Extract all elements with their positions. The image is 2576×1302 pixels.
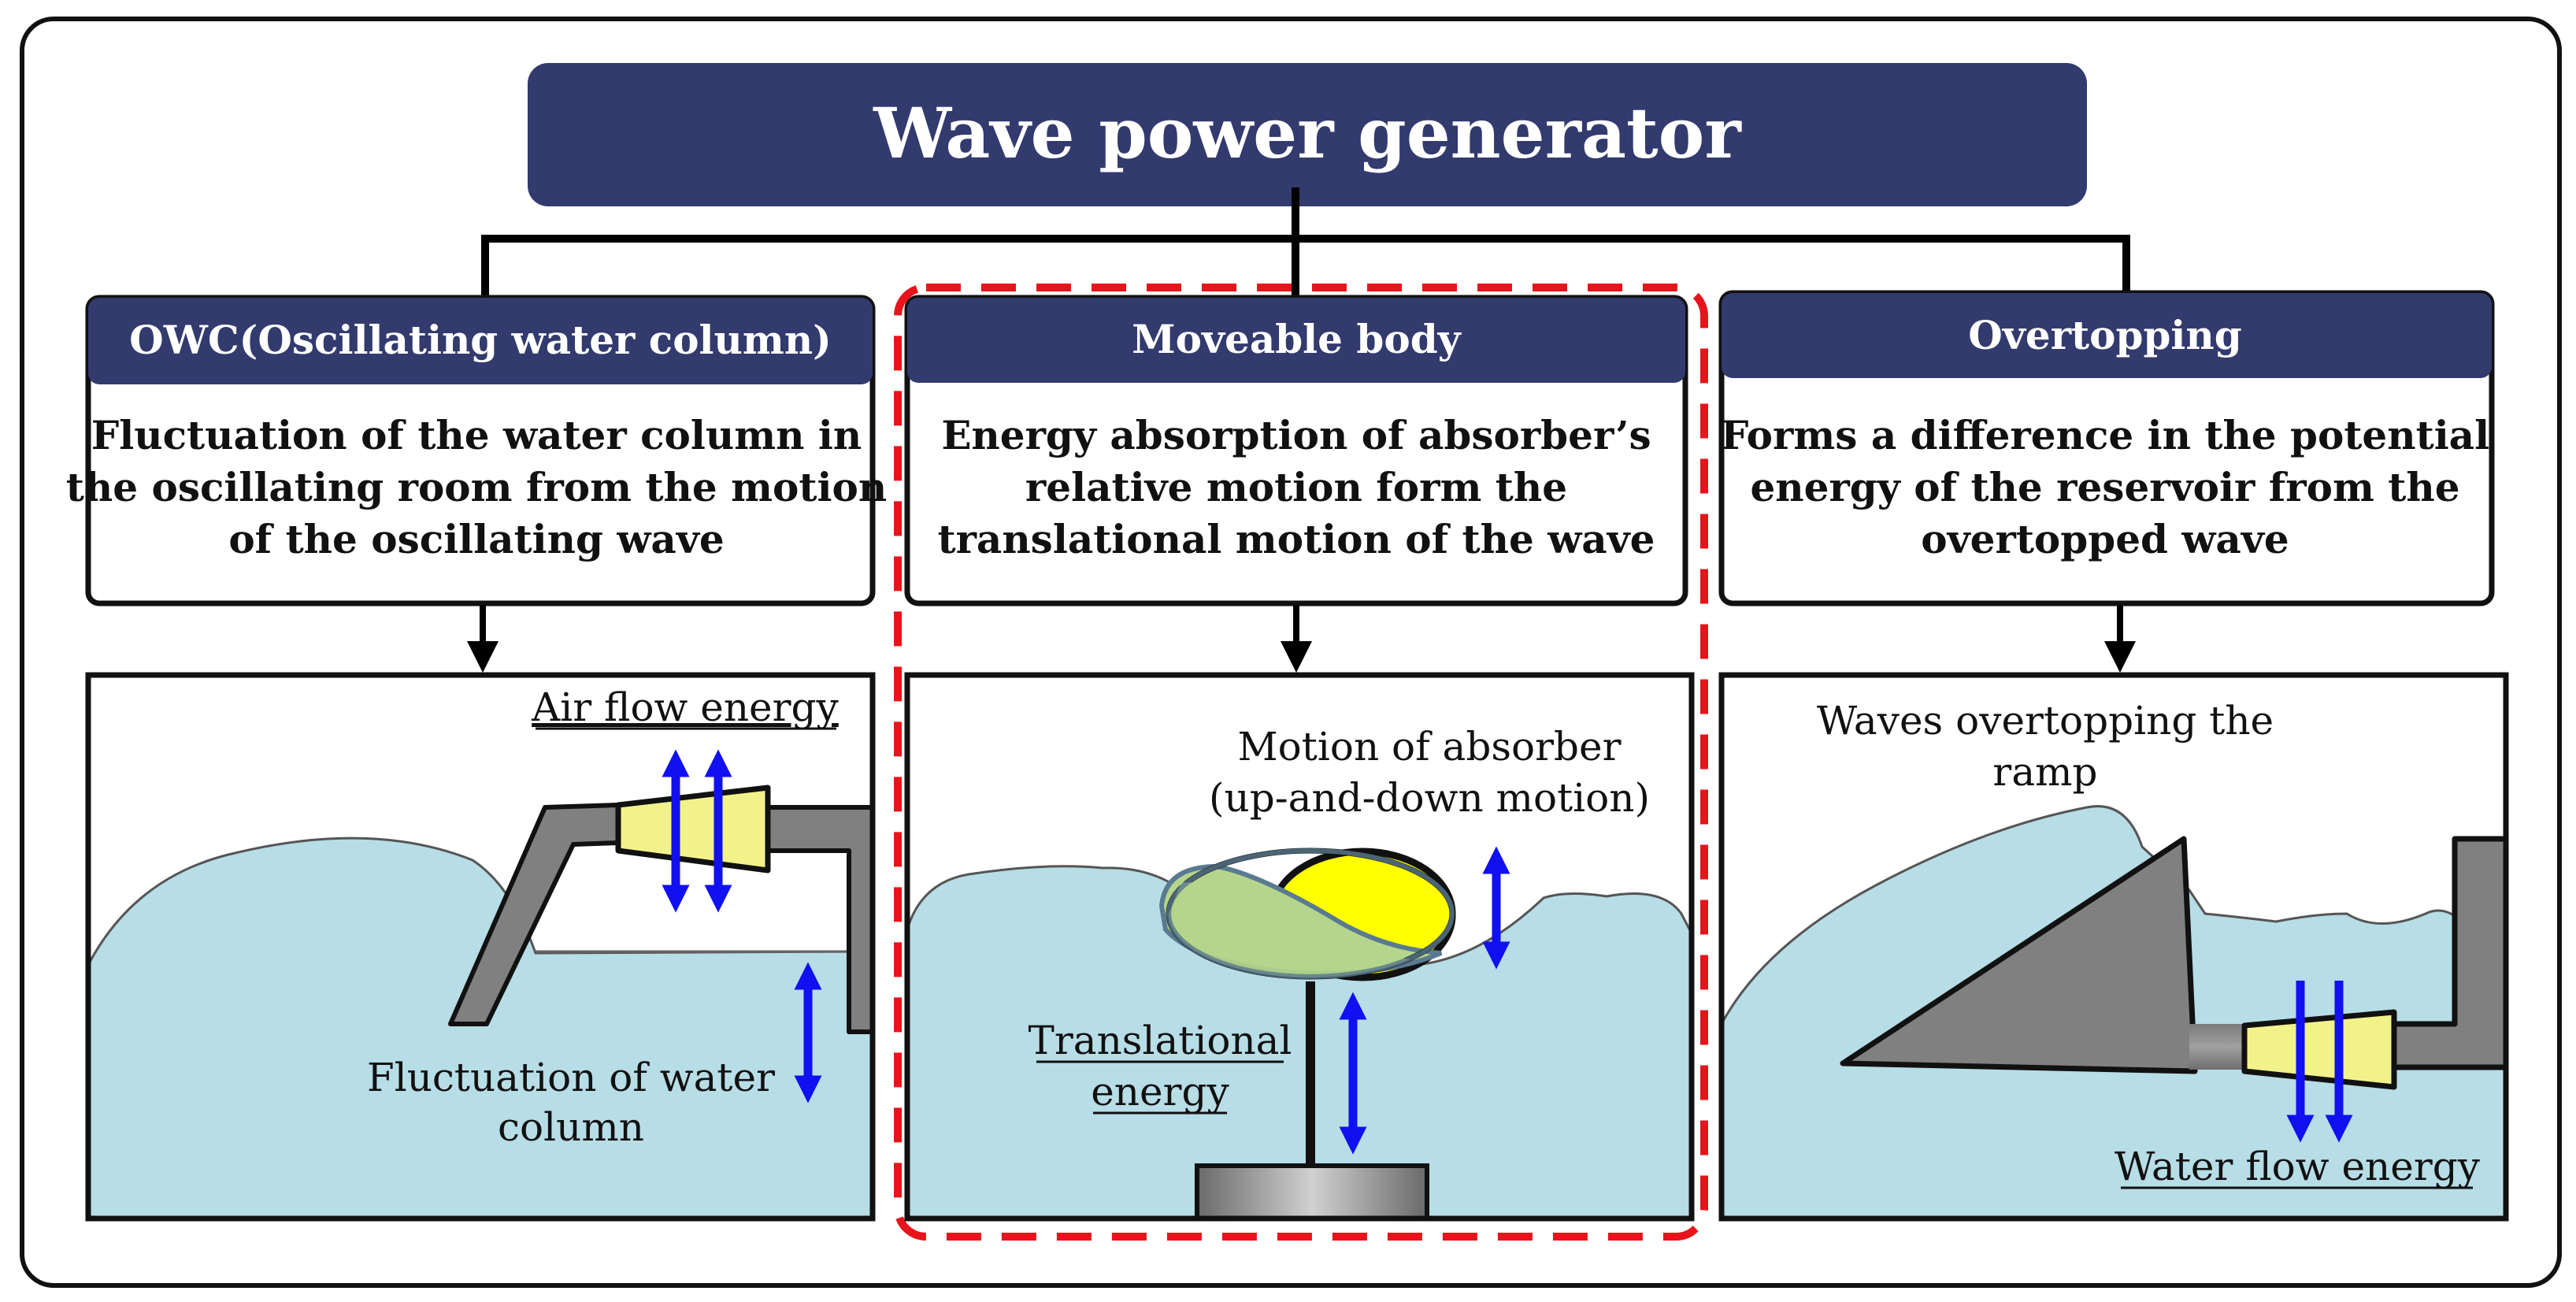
overtopping-description-line-1: Forms a difference in the potential	[1721, 412, 2489, 458]
moveable-energy-label-line-1: Translational	[1029, 1018, 1292, 1063]
moveable-motion-label-line-2: (up-and-down motion)	[1209, 775, 1650, 821]
moveable-description-line-2: relative motion form the	[1025, 464, 1567, 510]
moveable-description-line-1: Energy absorption of absorber’s	[941, 412, 1651, 458]
overtopping-header-bar	[1722, 293, 2492, 378]
moveable-energy-label-line-2: energy	[1091, 1069, 1229, 1115]
overtopping-pipe	[2189, 1024, 2244, 1070]
overtopping-illustration: Waves overtopping the ramp Water flow en…	[1718, 672, 2509, 1222]
connector-tree	[481, 187, 2130, 302]
owc-description-line-3: of the oscillating wave	[228, 516, 724, 562]
highlight-dashed-border	[894, 284, 1708, 1241]
column-owc: OWC(Oscillating water column) Fluctuatio…	[66, 295, 887, 1222]
owc-description-line-1: Fluctuation of the water column in	[91, 412, 862, 458]
overtopping-description-line-3: overtopped wave	[1921, 516, 2289, 562]
owc-illustration: Air flow energy Fluctuation of water col…	[85, 672, 876, 1222]
overtopping-motion-label-line-2: ramp	[1992, 749, 2097, 795]
seabed-anchor	[1195, 1163, 1429, 1221]
owc-motion-label-line-1: Fluctuation of water	[367, 1055, 775, 1100]
overtopping-description-line-2: energy of the reservoir from the	[1750, 464, 2459, 510]
moveable-motion-label-line-1: Motion of absorber	[1237, 724, 1621, 770]
overtopping-energy-label: Water flow energy	[2115, 1144, 2481, 1189]
overtopping-turbine	[2241, 1009, 2397, 1090]
overtopping-heading: Overtopping	[1968, 312, 2241, 358]
title-box	[528, 63, 2087, 206]
overtopping-motion-label-line-1: Waves overtopping the	[1817, 698, 2274, 744]
overtopping-ramp	[1840, 836, 2198, 1074]
column-moveable-body: Moveable body Energy absorption of absor…	[904, 295, 1695, 1222]
owc-heading: OWC(Oscillating water column)	[129, 317, 832, 363]
owc-header-bar	[88, 298, 873, 384]
moveable-heading: Moveable body	[1132, 316, 1462, 362]
column-overtopping: Overtopping Forms a difference in the po…	[1718, 290, 2509, 1222]
diagram-title: Wave power generator	[873, 92, 1742, 174]
owc-description-line-2: the oscillating room from the motion	[66, 464, 887, 510]
moveable-description-line-3: translational motion of the wave	[937, 516, 1655, 562]
owc-motion-label-line-2: column	[498, 1104, 644, 1150]
owc-energy-label: Air flow energy	[531, 684, 839, 730]
moveable-illustration: Motion of absorber (up-and-down motion) …	[904, 672, 1695, 1222]
moveable-header-bar	[907, 298, 1685, 383]
